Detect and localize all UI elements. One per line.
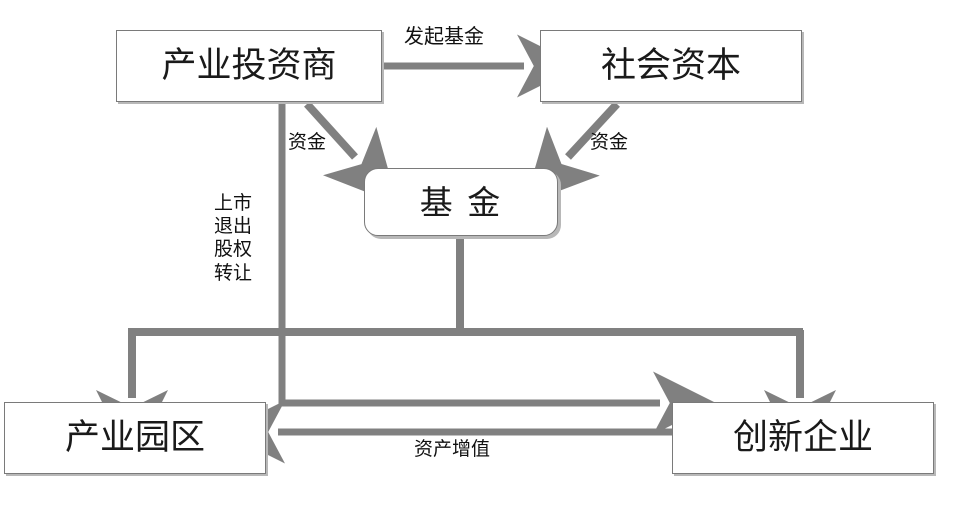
exit-path-char: 股 <box>214 238 234 261</box>
node-fund[interactable]: 基 金 <box>364 168 558 236</box>
exit-path-char: 退 <box>214 215 234 238</box>
edge-label-exit-path: 市 出 权 让 上 退 股 转 <box>214 192 252 285</box>
edge-capital-right-line <box>524 101 620 204</box>
exit-path-char: 权 <box>233 238 253 261</box>
node-social-capital-label: 社会资本 <box>600 45 741 86</box>
exit-path-char: 市 <box>233 192 253 214</box>
node-industry-investor[interactable]: 产业投资商 <box>116 30 382 102</box>
exit-path-char: 让 <box>233 261 253 284</box>
exit-path-char: 转 <box>214 261 234 284</box>
node-innovative-enterprise[interactable]: 创新企业 <box>672 402 934 474</box>
node-fund-label: 基 金 <box>419 182 503 222</box>
edge-label-launch-fund: 发起基金 <box>404 24 484 48</box>
exit-path-char: 出 <box>233 215 253 238</box>
edge-capital-left-line <box>304 101 398 205</box>
node-industrial-park-label: 产业园区 <box>64 417 205 458</box>
node-industry-investor-label: 产业投资商 <box>161 45 337 86</box>
node-social-capital[interactable]: 社会资本 <box>540 30 802 102</box>
node-innovative-enterprise-label: 创新企业 <box>732 417 873 458</box>
edge-label-asset-appreciation: 资产增值 <box>414 438 491 460</box>
exit-path-char: 上 <box>214 192 234 214</box>
exit-path-column-1: 上 退 股 转 <box>214 192 233 285</box>
edge-label-capital-left: 资金 <box>288 131 327 153</box>
node-industrial-park[interactable]: 产业园区 <box>4 402 266 474</box>
edge-label-capital-right: 资金 <box>590 131 629 153</box>
exit-path-column-2: 市 出 权 让 <box>233 192 252 285</box>
